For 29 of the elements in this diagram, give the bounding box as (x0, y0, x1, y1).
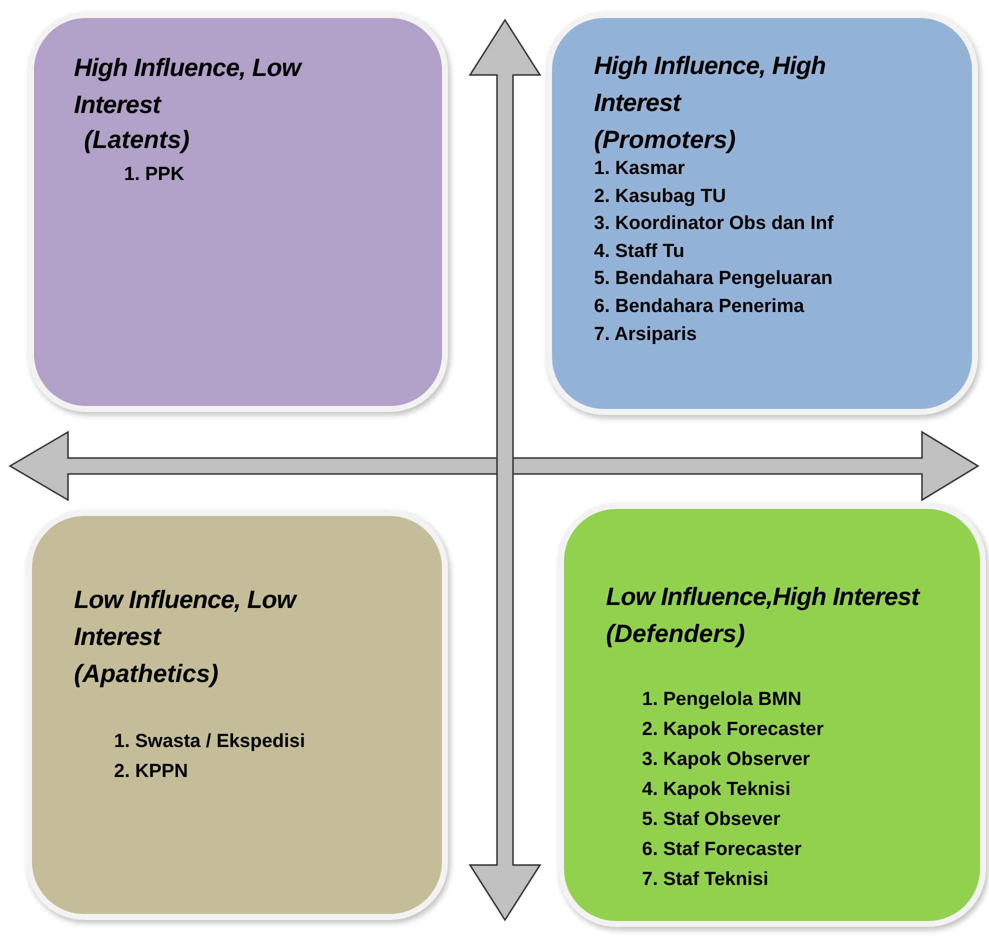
list-item: 2. KPPN (114, 761, 188, 783)
quadrant-heading: High Influence, High Interest (594, 51, 827, 119)
quadrant-subtitle: (Latents) (84, 125, 190, 156)
list-item: 1. PPK (124, 164, 184, 186)
quadrant-box (546, 12, 978, 415)
list-item: 2. Kapok Forecaster (642, 719, 824, 741)
quadrant-heading: High Influence, Low Interest (74, 53, 304, 121)
list-item: 4. Kapok Teknisi (642, 779, 791, 801)
list-item: 7. Staf Teknisi (642, 869, 768, 891)
list-item: 6. Bendahara Penerima (594, 296, 804, 318)
quadrant-box (26, 510, 448, 920)
list-item: 4. Staff Tu (594, 240, 684, 263)
quadrant-heading: Low Influence, Low Interest (74, 585, 298, 653)
list-item: 3. Koordinator Obs dan Inf (594, 213, 834, 236)
list-item: 7. Arsiparis (594, 324, 697, 346)
quadrant-subtitle: (Defenders) (606, 619, 745, 650)
list-item: 2. Kasubag TU (594, 186, 726, 208)
list-item: 1. Kasmar (594, 158, 685, 180)
quadrant-box (558, 503, 986, 927)
list-item: 3. Kapok Observer (642, 749, 810, 771)
quadrant-box (28, 12, 448, 412)
list-item: 6. Staf Forecaster (642, 839, 802, 861)
list-item: 1. Pengelola BMN (642, 689, 802, 711)
quadrant-subtitle: (Promoters) (594, 125, 736, 156)
quadrant-heading: Low Influence,High Interest (606, 582, 922, 613)
list-item: 1. Swasta / Ekspedisi (114, 731, 306, 753)
list-item: 5. Bendahara Pengeluaran (594, 268, 833, 290)
quadrant-subtitle: (Apathetics) (74, 659, 218, 690)
list-item: 5. Staf Obsever (642, 809, 780, 831)
